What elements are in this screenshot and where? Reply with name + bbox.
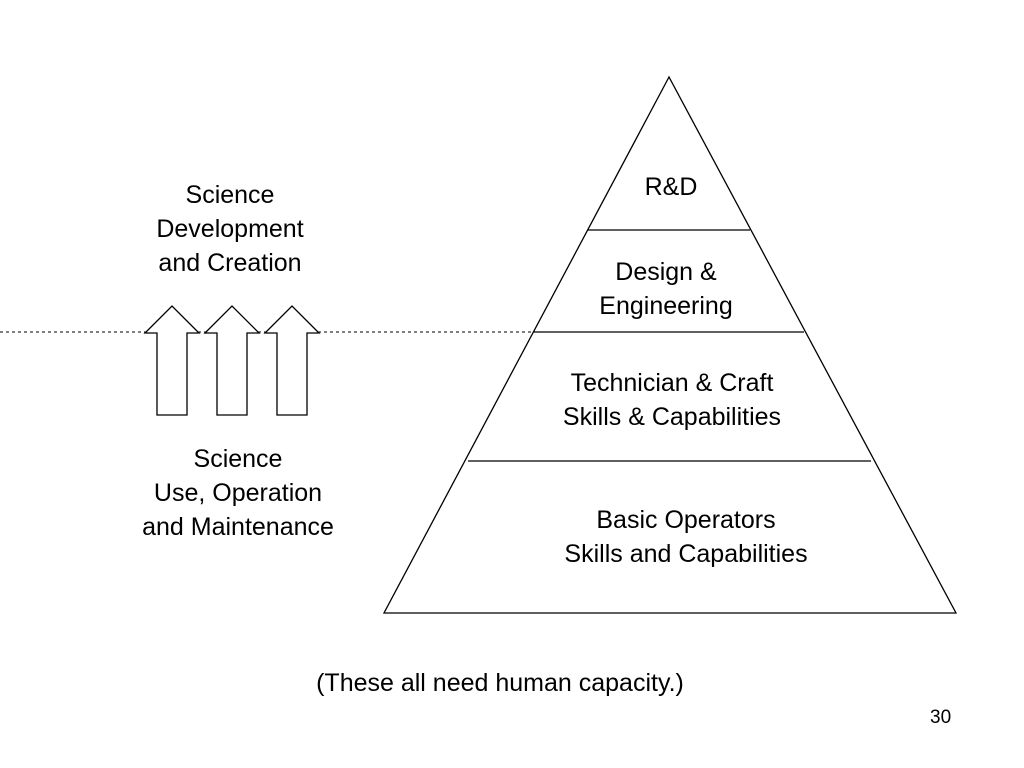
up-arrow-icon	[263, 305, 321, 416]
up-arrow-icon	[203, 305, 261, 416]
tier-line: Technician & Craft	[570, 369, 774, 397]
label-science-use: Science Use, Operation and Maintenance	[88, 442, 388, 544]
label-line: Science	[185, 181, 275, 209]
label-line: and Maintenance	[142, 513, 334, 541]
label-line: Science	[193, 445, 283, 473]
caption: (These all need human capacity.)	[316, 669, 684, 697]
label-line: and Creation	[158, 249, 302, 277]
pyramid-outline	[382, 75, 958, 614]
label-science-development: Science Development and Creation	[80, 178, 380, 280]
tier-label-technician-craft: Technician & Craft Skills & Capabilities	[522, 366, 822, 434]
tier-line: Engineering	[599, 292, 733, 320]
up-arrow-icon	[143, 305, 201, 416]
tier-line: Skills and Capabilities	[564, 540, 808, 568]
tier-line: Basic Operators	[596, 506, 776, 534]
page-number: 30	[930, 707, 952, 728]
label-line: Development	[156, 215, 304, 243]
tier-label-basic-operators: Basic Operators Skills and Capabilities	[536, 503, 836, 571]
tier-line: Skills & Capabilities	[562, 403, 782, 431]
tier-line: Design &	[615, 258, 717, 286]
tier-line: R&D	[644, 173, 698, 201]
tier-label-design-engineering: Design & Engineering	[516, 255, 816, 323]
label-line: Use, Operation	[153, 479, 323, 507]
tier-label-rd: R&D	[571, 170, 771, 204]
